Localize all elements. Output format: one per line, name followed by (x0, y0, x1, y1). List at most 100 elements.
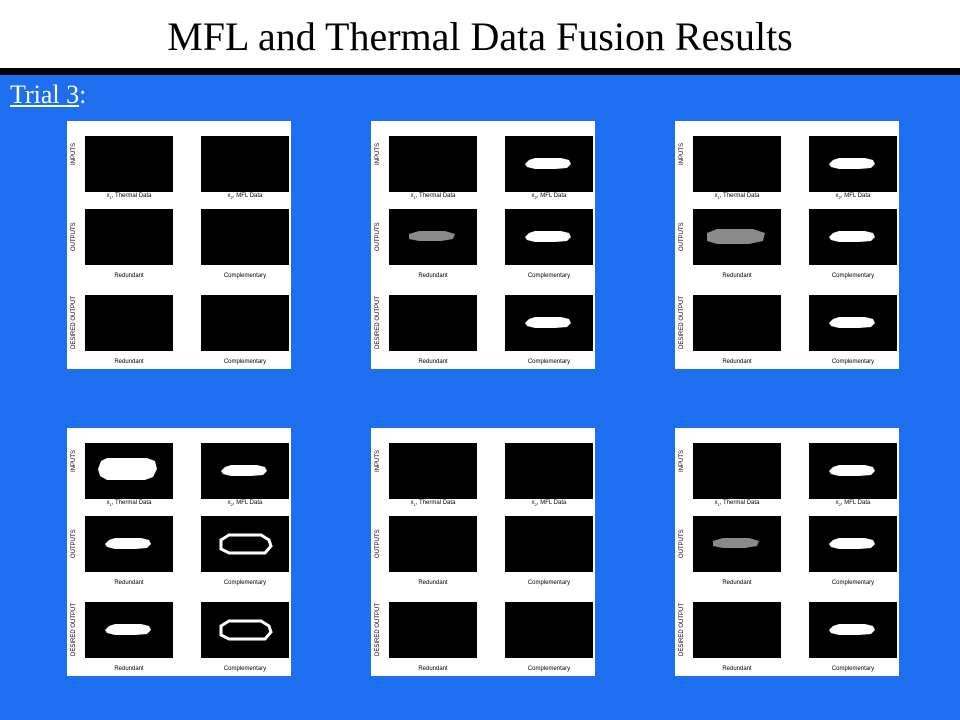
defect-blob (829, 317, 875, 328)
defect-blob (525, 231, 571, 242)
caption-input-right: x2, MFL Data (227, 193, 263, 201)
caption-output-right: Complementary (527, 580, 571, 586)
caption-desired-left: Redundant (722, 359, 752, 365)
fusion-panel-2: INPUTS OUTPUTS DESIRED OUTPUT x1, Thermal D… (371, 121, 595, 369)
caption-output-right: Complementary (831, 273, 875, 279)
caption-input-right: x2, MFL Data (531, 193, 567, 201)
row-label: INPUTS (71, 142, 77, 165)
row-label: DESIRED OUTPUT (71, 295, 77, 349)
caption-input-left: x1, Thermal Data (106, 193, 152, 201)
fusion-panel-3: INPUTS OUTPUTS DESIRED OUTPUT x1, Thermal D… (675, 121, 899, 369)
defect-blob (829, 158, 875, 169)
defect-blob (829, 465, 875, 476)
trial-label: Trial 3 (10, 80, 80, 109)
row-label: DESIRED OUTPUT (375, 295, 381, 349)
image-out-right (505, 516, 593, 572)
fusion-panel-6: INPUTS OUTPUTS DESIRED OUTPUT x1, Thermal D… (675, 428, 899, 676)
image-out-right (505, 209, 593, 265)
image-in-right (201, 443, 289, 499)
caption-desired-left: Redundant (114, 666, 144, 672)
caption-desired-right: Complementary (527, 359, 571, 365)
caption-desired-right: Complementary (223, 359, 267, 365)
defect-blob (219, 619, 273, 641)
defect-blob (105, 538, 151, 549)
caption-input-right: x2, MFL Data (227, 500, 263, 508)
row-label: DESIRED OUTPUT (71, 602, 77, 656)
row-label: INPUTS (71, 449, 77, 472)
image-in-left (389, 136, 477, 192)
defect-blob (219, 533, 273, 555)
caption-desired-right: Complementary (527, 666, 571, 672)
image-des-left (389, 295, 477, 351)
image-des-left (85, 602, 173, 658)
image-des-right (505, 295, 593, 351)
defect-blob (409, 231, 455, 241)
caption-output-left: Redundant (114, 580, 144, 586)
page-title: MFL and Thermal Data Fusion Results (167, 14, 793, 59)
defect-blob (221, 465, 267, 476)
caption-desired-right: Complementary (831, 359, 875, 365)
row-label: OUTPUTS (679, 222, 685, 251)
image-in-left (693, 443, 781, 499)
caption-desired-right: Complementary (831, 666, 875, 672)
image-out-right (201, 516, 289, 572)
caption-input-right: x2, MFL Data (835, 193, 871, 201)
caption-desired-left: Redundant (722, 666, 752, 672)
row-label: OUTPUTS (71, 529, 77, 558)
caption-output-left: Redundant (418, 580, 448, 586)
image-in-left (693, 136, 781, 192)
image-out-right (809, 209, 897, 265)
image-des-left (85, 295, 173, 351)
image-out-left (85, 516, 173, 572)
caption-input-right: x2, MFL Data (531, 500, 567, 508)
caption-output-right: Complementary (527, 273, 571, 279)
caption-output-right: Complementary (223, 580, 267, 586)
image-in-left (389, 443, 477, 499)
defect-blob (525, 317, 571, 328)
image-des-right (505, 602, 593, 658)
image-in-left (85, 136, 173, 192)
row-label: OUTPUTS (375, 529, 381, 558)
caption-output-left: Redundant (418, 273, 448, 279)
image-des-left (693, 295, 781, 351)
caption-desired-left: Redundant (418, 359, 448, 365)
defect-blob (829, 231, 875, 242)
image-in-right (201, 136, 289, 192)
caption-desired-left: Redundant (418, 666, 448, 672)
image-in-right (809, 136, 897, 192)
image-in-left (85, 443, 173, 499)
row-label: INPUTS (679, 142, 685, 165)
caption-output-left: Redundant (114, 273, 144, 279)
image-out-right (201, 209, 289, 265)
defect-blob (829, 538, 875, 549)
caption-output-right: Complementary (831, 580, 875, 586)
defect-blob (829, 624, 875, 635)
caption-input-left: x1, Thermal Data (410, 193, 456, 201)
caption-input-left: x1, Thermal Data (714, 193, 760, 201)
row-label: INPUTS (375, 142, 381, 165)
defect-blob (98, 458, 157, 480)
trial-suffix: : (79, 80, 87, 109)
image-des-left (693, 602, 781, 658)
image-out-left (389, 516, 477, 572)
image-out-left (693, 516, 781, 572)
caption-desired-left: Redundant (114, 359, 144, 365)
image-des-left (389, 602, 477, 658)
caption-input-left: x1, Thermal Data (714, 500, 760, 508)
row-label: INPUTS (679, 449, 685, 472)
row-label: DESIRED OUTPUT (679, 295, 685, 349)
row-label: OUTPUTS (679, 529, 685, 558)
image-in-right (809, 443, 897, 499)
row-label: DESIRED OUTPUT (679, 602, 685, 656)
image-in-right (505, 443, 593, 499)
title-rule (0, 68, 960, 75)
image-out-left (693, 209, 781, 265)
caption-output-left: Redundant (722, 580, 752, 586)
row-label: OUTPUTS (375, 222, 381, 251)
caption-desired-right: Complementary (223, 666, 267, 672)
caption-output-right: Complementary (223, 273, 267, 279)
row-label: INPUTS (375, 449, 381, 472)
